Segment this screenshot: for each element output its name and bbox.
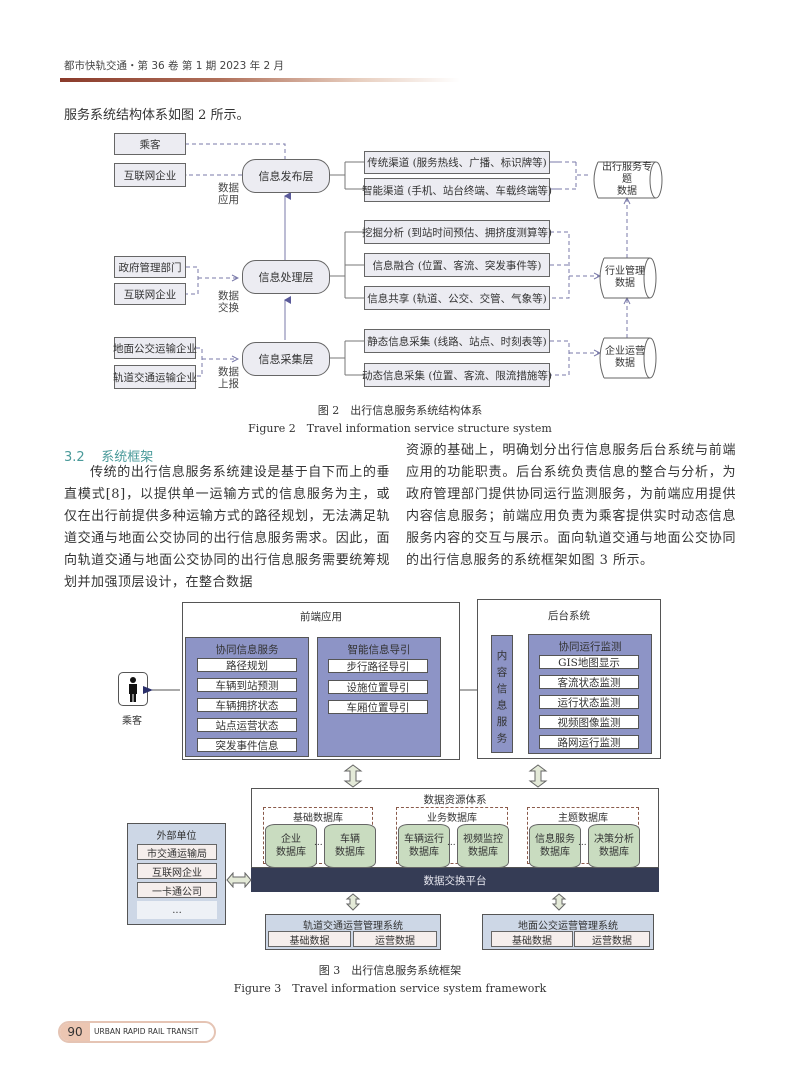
down-arrow-icon — [551, 893, 567, 911]
header-divider — [60, 78, 460, 82]
frontend-title: 前端应用 — [300, 611, 342, 623]
rail-ops-data: 运营数据 — [353, 931, 437, 947]
node-internet-company: 互联网企业 — [114, 163, 186, 187]
figure-3-caption-cn: 图 3 出行信息服务系统框架 — [318, 964, 462, 977]
node-government: 政府管理部门 — [114, 256, 186, 278]
section-title: 系统框架 — [101, 450, 154, 465]
layer-process: 信息处理层 — [242, 260, 330, 294]
section-number: 3.2 — [64, 450, 85, 465]
database-icon: 车辆运行数据库 — [398, 824, 450, 868]
passenger-label: 乘客 — [122, 716, 142, 727]
coop-item: 车辆拥挤状态 — [197, 698, 297, 712]
channel-traditional: 传统渠道 (服务热线、广播、标识牌等) — [364, 151, 550, 174]
label-data-exchange: 数据交换 — [218, 290, 239, 314]
node-rail-company: 轨道交通运输企业 — [113, 365, 197, 389]
cylinder-industry-label: 行业管理数据 — [605, 266, 645, 289]
content-info-service: 内容信息服务 — [491, 635, 513, 753]
cylinder-enterprise-data — [599, 337, 657, 379]
coop-item: 车辆到站预测 — [197, 678, 297, 692]
process-mining: 挖掘分析 (到站时间预估、拥挤度测算等) — [362, 220, 552, 244]
db-group-title: 业务数据库 — [427, 813, 477, 824]
data-exchange-platform: 数据交换平台 — [251, 868, 659, 892]
layer-publish: 信息发布层 — [242, 159, 330, 193]
coop-info-service: 协同信息服务 — [185, 637, 309, 757]
external-item: 市交通运输局 — [137, 844, 217, 860]
bus-basic-data: 基础数据 — [491, 931, 573, 947]
data-resource-title: 数据资源体系 — [423, 794, 487, 806]
node-internet-company-2: 互联网企业 — [114, 283, 186, 305]
smart-item: 设施位置导引 — [328, 680, 428, 694]
node-bus-company: 地面公交运输企业 — [113, 337, 197, 359]
monitor-item: 视频图像监测 — [539, 715, 639, 729]
channel-smart: 智能渠道 (手机、站台终端、车载终端等) — [362, 178, 552, 202]
external-item: 互联网企业 — [137, 863, 217, 879]
content-service-label: 内容信息服务 — [495, 650, 508, 749]
monitor-item: 客流状态监测 — [539, 675, 639, 689]
smart-item: 车厢位置导引 — [328, 700, 428, 714]
journal-header: 都市快轨交通・第 36 卷 第 1 期 2023 年 2 月 — [64, 60, 284, 72]
external-item: ... — [137, 901, 217, 919]
label-data-report: 数据上报 — [218, 366, 239, 390]
coop-item: 站点运营状态 — [197, 718, 297, 732]
external-title: 外部单位 — [156, 831, 197, 842]
cylinder-travel-data — [593, 161, 663, 199]
figure-3-caption-en: Figure 3 Travel information service syst… — [233, 982, 547, 995]
paragraph-left: 传统的出行信息服务系统建设是基于自下而上的垂直模式[8]，以提供单一运输方式的信… — [64, 465, 390, 590]
double-arrow-icon — [528, 764, 548, 788]
external-item: 一卡通公司 — [137, 882, 217, 898]
db-group-title: 基础数据库 — [293, 813, 343, 824]
journal-name-en: URBAN RAPID RAIL TRANSIT — [94, 1027, 199, 1036]
bus-ops-data: 运营数据 — [574, 931, 650, 947]
cylinder-industry-data — [599, 257, 657, 299]
rail-basic-data: 基础数据 — [268, 931, 351, 947]
monitor-item: 运行状态监测 — [539, 695, 639, 709]
passenger-icon-frame — [118, 672, 148, 706]
paragraph-right: 资源的基础上，明确划分出行信息服务后台系统与前端应用的功能职责。后台系统负责信息… — [406, 443, 736, 568]
ellipsis: ... — [447, 838, 456, 848]
collect-dynamic: 动态信息采集 (位置、客流、限流措施等) — [362, 363, 552, 387]
figure-2-connectors — [0, 0, 663, 379]
section-heading: 3.2 系统框架 — [64, 446, 153, 465]
cylinder-enterprise-label: 企业运营数据 — [605, 346, 645, 369]
horizontal-double-arrow-icon — [226, 872, 252, 888]
down-arrow-icon — [345, 893, 361, 911]
smart-item: 步行路径导引 — [328, 659, 428, 673]
database-icon: 信息服务数据库 — [529, 824, 581, 868]
label-data-application: 数据应用 — [218, 182, 239, 206]
database-icon: 视频监控数据库 — [457, 824, 509, 868]
layer-collect: 信息采集层 — [242, 342, 330, 376]
bus-system-title: 地面公交运营管理系统 — [518, 921, 618, 932]
process-fusion: 信息融合 (位置、客流、突发事件等) — [364, 253, 550, 277]
intro-text: 服务系统结构体系如图 2 所示。 — [64, 108, 250, 123]
database-icon: 车辆数据库 — [324, 824, 376, 868]
monitor-item: 路网运行监测 — [539, 735, 639, 749]
coop-item: 突发事件信息 — [197, 738, 297, 752]
double-arrow-icon — [343, 764, 363, 788]
ellipsis: ... — [314, 838, 323, 848]
footer-badge: 90 URBAN RAPID RAIL TRANSIT — [58, 1021, 216, 1043]
person-icon — [129, 677, 137, 702]
database-icon: 企业数据库 — [265, 824, 317, 868]
backend-title: 后台系统 — [548, 610, 590, 622]
monitor-item: GIS地图显示 — [539, 655, 639, 669]
db-group-title: 主题数据库 — [558, 813, 608, 824]
coop-item: 路径规划 — [197, 658, 297, 672]
figure-2-caption-cn: 图 2 出行信息服务系统结构体系 — [317, 404, 483, 417]
page-number: 90 — [60, 1023, 90, 1041]
figure-2-caption-en: Figure 2 Travel information service stru… — [248, 422, 552, 435]
process-sharing: 信息共享 (轨道、公交、交管、气象等) — [364, 286, 550, 310]
cylinder-travel-label: 出行服务专题数据 — [602, 162, 652, 197]
rail-system-title: 轨道交通运营管理系统 — [303, 921, 403, 932]
monitor-title: 协同运行监测 — [558, 641, 622, 653]
node-passenger: 乘客 — [114, 133, 186, 155]
smart-info-guide: 智能信息导引 — [317, 637, 441, 757]
ellipsis: ... — [578, 838, 587, 848]
collect-static: 静态信息采集 (线路、站点、时刻表等) — [364, 329, 550, 353]
coop-monitoring: 协同运行监测 — [528, 634, 652, 754]
smart-title: 智能信息导引 — [347, 644, 411, 656]
coop-title: 协同信息服务 — [215, 644, 279, 656]
database-icon: 决策分析数据库 — [588, 824, 640, 868]
